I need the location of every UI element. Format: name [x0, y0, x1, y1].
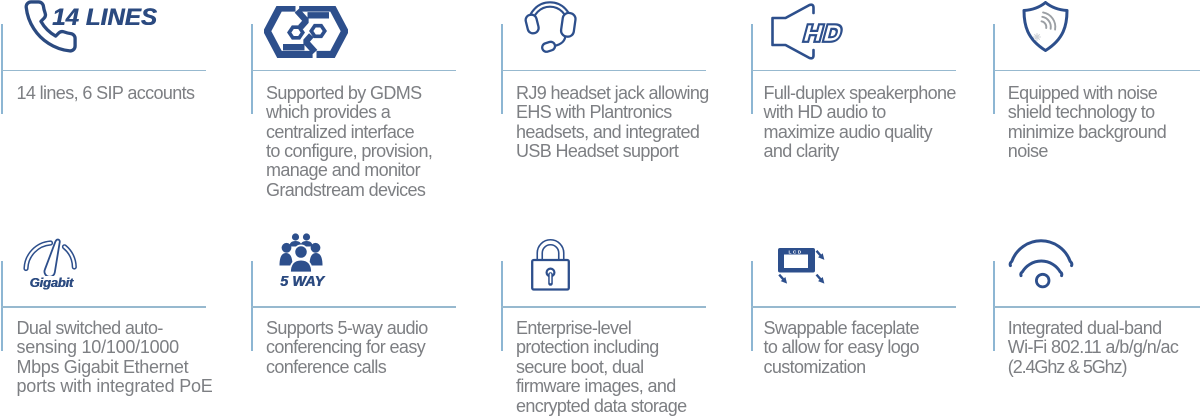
svg-text:LCD: LCD — [789, 249, 803, 255]
